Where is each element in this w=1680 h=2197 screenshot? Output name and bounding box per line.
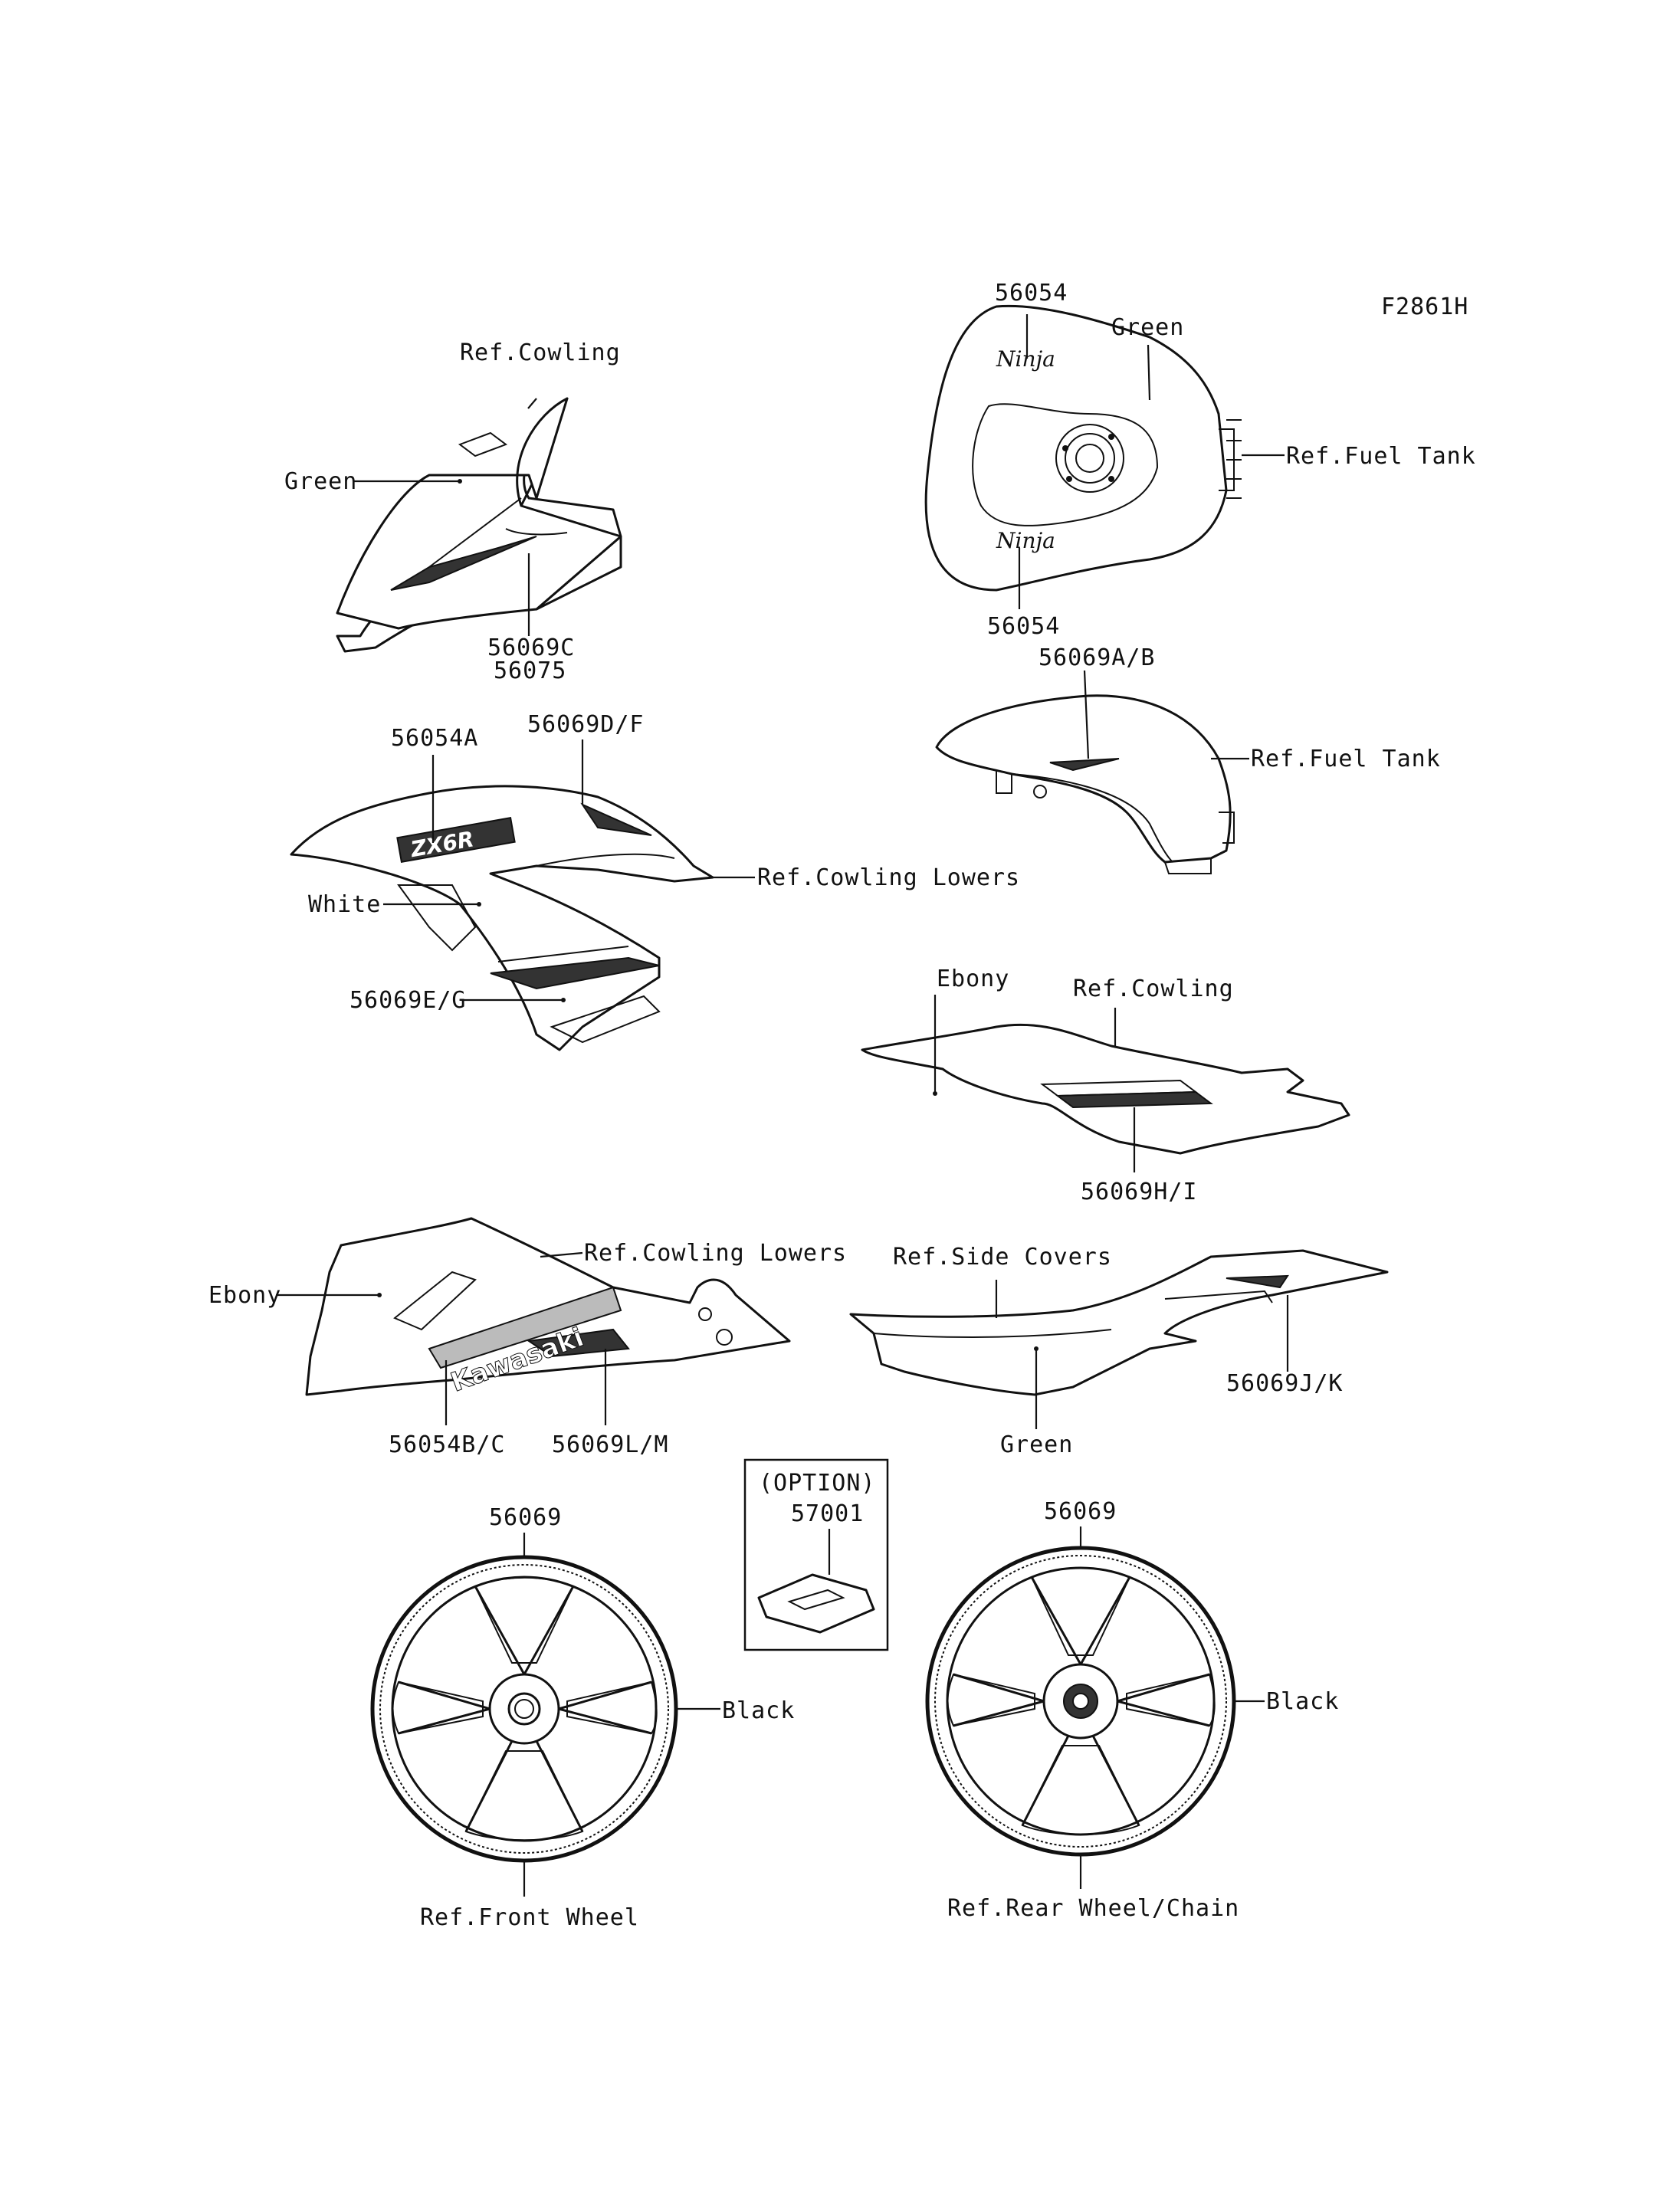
label-sct-part: 56069H/I [1081,1179,1198,1205]
label-uc-part-b: 56075 [494,657,566,684]
label-sv-ref: Ref.Side Covers [893,1244,1112,1271]
label-rw-ref: Ref.Rear Wheel/Chain [947,1895,1239,1922]
label-rw-part: 56069 [1044,1498,1117,1525]
leader-uc-ref [527,398,537,409]
label-sc-ref: Ref.Cowling Lowers [757,864,1020,891]
fuel-tank-top: Ninja Ninja [924,304,1242,592]
option-part-icon [757,1573,875,1634]
figure-code: F2861H [1381,293,1468,320]
label-ft-bottom: 56054 [987,613,1060,640]
label-sct-color: Ebony [937,966,1009,992]
upper-cowl [336,397,622,653]
label-sct-ref: Ref.Cowling [1073,976,1234,1002]
option-title: (OPTION) [759,1470,876,1497]
ninja-decal-bottom: Ninja [996,528,1055,553]
label-rw-color: Black [1266,1688,1339,1715]
leader-ft-color [1147,344,1151,401]
label-sv-color: Green [1000,1431,1073,1458]
label-uc-color: Green [284,468,357,495]
lower-cowl: Kawasaki [305,1217,791,1399]
label-ft-ref: Ref.Fuel Tank [1286,443,1476,470]
label-fts-ref: Ref.Fuel Tank [1251,746,1441,772]
label-fw-ref: Ref.Front Wheel [420,1904,639,1931]
front-wheel [370,1555,678,1863]
label-sc-a: 56054A [391,725,478,752]
ninja-decal-top: Ninja [996,346,1055,372]
seat-cowl [861,1023,1350,1155]
fuel-tank-side [935,694,1235,874]
label-fw-part: 56069 [489,1504,562,1531]
label-lc-a: 56054B/C [389,1431,506,1458]
option-box: (OPTION) 57001 [743,1458,889,1651]
label-sv-part: 56069J/K [1226,1370,1344,1397]
label-fts-part: 56069A/B [1039,644,1156,671]
label-lc-color: Ebony [208,1282,281,1309]
side-cover [849,1249,1389,1396]
label-sc-c: 56069E/G [349,987,467,1014]
label-ft-top: 56054 [995,280,1068,307]
label-sc-b: 56069D/F [527,711,645,738]
leader-lc-ref [540,1251,583,1258]
leader-fts-part [1083,670,1090,759]
label-uc-part-a: 56069C [487,635,575,661]
rear-wheel [925,1546,1236,1857]
label-uc-ref: Ref.Cowling [460,339,621,366]
label-sc-color: White [308,891,381,918]
label-lc-b: 56069L/M [552,1431,669,1458]
label-ft-color: Green [1111,314,1184,341]
label-lc-ref: Ref.Cowling Lowers [584,1240,847,1267]
option-part: 57001 [791,1500,864,1527]
side-cowl: ZX6R [290,785,714,1051]
label-fw-color: Black [722,1697,795,1724]
